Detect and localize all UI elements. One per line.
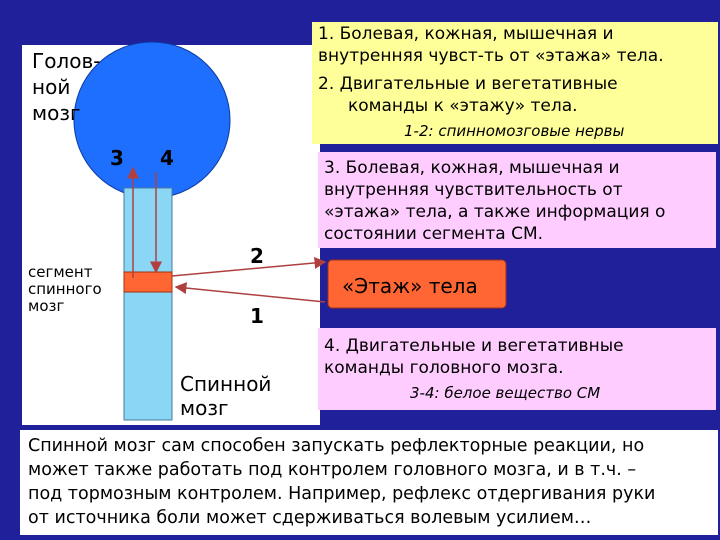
sensory-box-line-2: внутренняя чувствительность от [324,180,623,200]
spinal-cord-label-line: Спинной [180,372,272,396]
nerves-box: 1. Болевая, кожная, мышечная и внутрення… [312,22,718,144]
summary-line: от источника боли может сдерживаться вол… [28,508,592,528]
sensory-box: 3. Болевая, кожная, мышечная и внутрення… [318,152,716,248]
brain-label-line: мозг [32,101,81,125]
nerves-box-line-4: команды к «этажу» тела. [348,96,578,116]
segment-label-line: сегмент [28,263,93,281]
nerves-box-line-2: внутренняя чувст-ть от «этажа» тела. [318,46,664,66]
motor-box-line-1: 4. Двигательные и вегетативные [324,336,624,356]
brain-label-line: ной [32,75,71,99]
nerves-box-note: 1-2: спинномозговые нервы [404,122,625,140]
floor-box [327,259,507,309]
label-2: 2 [250,244,264,268]
spinal-cord [123,187,173,421]
segment-label-line: мозг [28,297,65,315]
label-4: 4 [160,146,174,170]
summary-line: под тормозным контролем. Например, рефле… [28,484,656,504]
arrow-1 [174,282,326,303]
summary-line: Спинной мозг сам способен запускать рефл… [28,436,645,456]
segment-label-line: спинного [28,280,102,298]
summary-box: Спинной мозг сам способен запускать рефл… [20,430,718,535]
sensory-box-line-1: 3. Болевая, кожная, мышечная и [324,158,620,178]
motor-box: 4. Двигательные и вегетативные команды г… [318,328,716,410]
summary-line: может также работать под контролем голов… [28,460,637,480]
nerves-box-line-1: 1. Болевая, кожная, мышечная и [318,24,614,44]
sensory-box-line-3: «этажа» тела, а также информация о [324,202,666,222]
arrow-2 [171,256,327,277]
segment-label: сегмент спинного мозг [28,264,102,315]
motor-box-note: 3-4: белое вещество СМ [410,384,601,402]
nerves-box-line-3: 2. Двигательные и вегетативные [318,74,618,94]
brain-label: Голов- ной мозг [32,48,100,126]
brain-label-line: Голов- [32,49,101,73]
motor-box-line-2: команды головного мозга. [324,358,564,378]
spinal-segment [123,271,173,293]
spinal-cord-label-line: мозг [180,396,229,420]
sensory-box-line-4: состоянии сегмента СМ. [324,224,544,244]
label-1: 1 [250,304,264,328]
label-3: 3 [110,146,124,170]
floor-label: «Этаж» тела [342,274,478,298]
spinal-cord-label: Спинной мозг [180,372,271,420]
